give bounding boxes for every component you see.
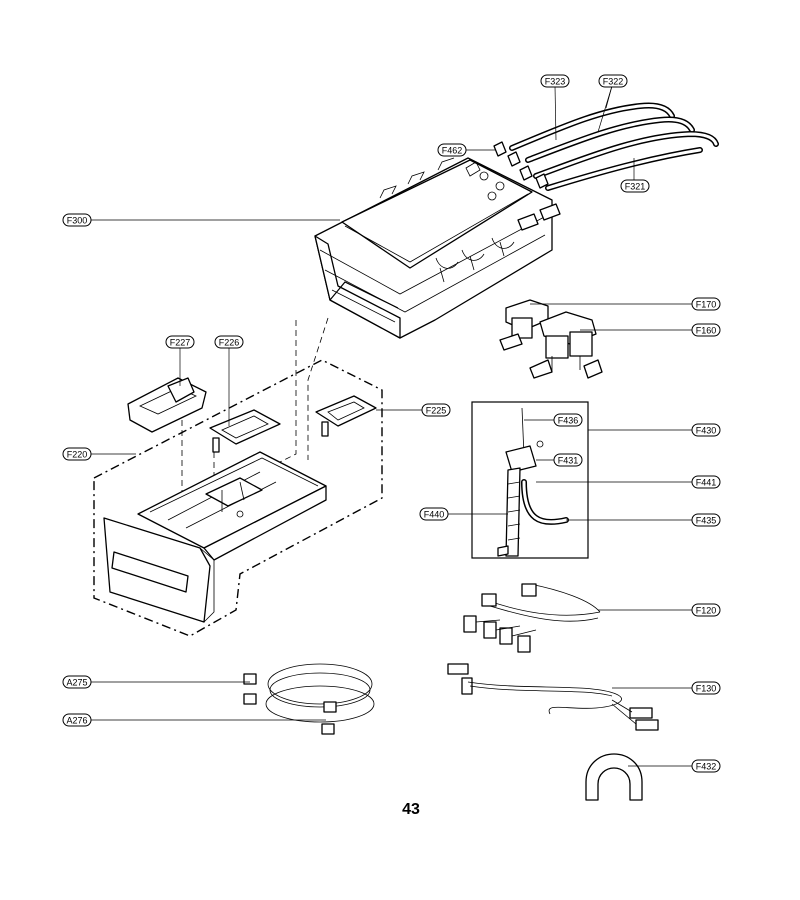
label-f323: F323: [540, 74, 570, 88]
svg-text:F435: F435: [696, 516, 717, 526]
svg-text:F441: F441: [696, 478, 717, 488]
label-f225: F225: [421, 403, 451, 417]
f120-harness-part: [463, 583, 601, 653]
label-f321: F321: [620, 179, 650, 193]
label-f300: F300: [62, 213, 92, 227]
label-f160: F160: [691, 323, 721, 337]
svg-text:F226: F226: [219, 338, 240, 348]
svg-text:F430: F430: [696, 426, 717, 436]
label-a275: A275: [62, 675, 92, 689]
f225-siphon-part: [315, 395, 377, 437]
svg-text:F321: F321: [625, 182, 646, 192]
svg-text:F120: F120: [696, 606, 717, 616]
f226-siphon-part: [209, 409, 281, 453]
svg-text:F322: F322: [603, 77, 624, 87]
svg-text:F130: F130: [696, 684, 717, 694]
dispenser-housing-part: [314, 157, 561, 339]
svg-text:F440: F440: [424, 510, 445, 520]
f440-hose-part: [497, 407, 569, 557]
svg-text:F225: F225: [426, 406, 447, 416]
svg-text:F160: F160: [696, 326, 717, 336]
f430-group-box: [471, 401, 589, 559]
svg-text:F431: F431: [558, 456, 579, 466]
svg-text:F323: F323: [545, 77, 566, 87]
page-number: 43: [402, 801, 420, 818]
water-valves-part: [499, 299, 603, 379]
drawer-group-outline: [93, 359, 383, 637]
svg-text:F220: F220: [67, 450, 88, 460]
label-f120: F120: [691, 603, 721, 617]
a275-a276-cords-part: [243, 663, 375, 735]
f130-harness-part: [447, 663, 659, 731]
svg-text:A276: A276: [66, 716, 87, 726]
svg-text:F436: F436: [558, 416, 579, 426]
svg-text:F432: F432: [696, 762, 717, 772]
leader-lines: [91, 85, 692, 767]
label-f436: F436: [553, 413, 583, 427]
svg-text:F170: F170: [696, 300, 717, 310]
label-f130: F130: [691, 681, 721, 695]
label-f322: F322: [598, 74, 628, 88]
label-f430: F430: [691, 423, 721, 437]
label-f440: F440: [419, 507, 449, 521]
label-f432: F432: [691, 759, 721, 773]
drawer-part: [103, 451, 327, 623]
label-f435: F435: [691, 513, 721, 527]
svg-text:F300: F300: [67, 216, 88, 226]
svg-text:F227: F227: [170, 338, 191, 348]
inlet-hoses-part: [493, 102, 719, 191]
f227-cap-part: [127, 377, 207, 433]
f432-clamp-part: [585, 753, 643, 801]
svg-text:F462: F462: [442, 146, 463, 156]
label-f170: F170: [691, 297, 721, 311]
label-f441: F441: [691, 475, 721, 489]
label-f220: F220: [62, 447, 92, 461]
svg-text:A275: A275: [66, 678, 87, 688]
label-a276: A276: [62, 713, 92, 727]
label-f431: F431: [553, 453, 583, 467]
label-f227: F227: [165, 335, 195, 349]
label-f462: F462: [437, 143, 467, 157]
label-f226: F226: [214, 335, 244, 349]
